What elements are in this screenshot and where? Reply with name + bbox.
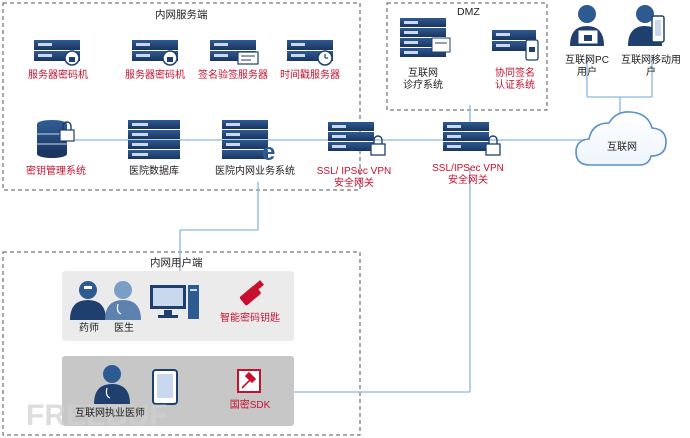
internet-doctor-icon [94, 365, 130, 404]
server-cipher-1-label: 服务器密码机 [28, 70, 88, 81]
watermark: FREEBUF [26, 399, 168, 432]
key-management-database-icon [37, 120, 75, 158]
internet-cloud-icon [575, 111, 667, 166]
server-cipher-2-icon [132, 40, 178, 66]
svg-text:e: e [262, 139, 275, 166]
sdk-label: 国密SDK [229, 400, 271, 411]
zone-internal-user-title: 内网用户端 [150, 257, 203, 269]
zone-internal-server-title: 内网服务端 [155, 9, 208, 21]
vpn-internal-label-line1: SSL/ IPSec VPN [316, 166, 392, 177]
internet-doctor-label: 互联网执业医师 [75, 408, 145, 419]
vpn-internal-label-line2: 安全网关 [334, 178, 374, 189]
doctor-label: 医生 [114, 323, 134, 334]
internet-diagnosis-label-line1: 互联网 [408, 68, 438, 79]
hospital-business-label: 医院内网业务系统 [215, 166, 295, 177]
internet-cloud-label: 互联网 [607, 142, 637, 153]
hospital-db-label: 医院数据库 [129, 166, 179, 177]
zone-dmz-title: DMZ [457, 6, 480, 18]
server-cipher-1-icon [34, 40, 80, 66]
timestamp-server-icon [287, 40, 333, 66]
internet-pc-user-label-line1: 互联网PC [565, 55, 609, 66]
vpn-gateway-dmz-icon [443, 122, 501, 156]
pharmacist-icon [70, 281, 106, 320]
smart-key-icon [239, 280, 264, 306]
zone-internal-server-border [2, 2, 361, 191]
vpn-dmz-label-line2: 安全网关 [448, 175, 488, 186]
connection-lines [66, 55, 653, 393]
internet-mobile-user-label-line2: 户 [646, 67, 656, 78]
hospital-business-system-icon: e [222, 120, 275, 166]
internet-diagnosis-server-icon [400, 18, 451, 57]
hospital-database-icon [128, 120, 180, 159]
zone-dmz-border [386, 2, 548, 111]
signature-server-label: 签名验签服务器 [198, 70, 268, 81]
internet-diagnosis-label-line2: 诊疗系统 [403, 80, 443, 91]
key-mgmt-label: 密钥管理系统 [26, 166, 86, 177]
internet-mobile-user-label-line1: 互联网移动用 [621, 55, 681, 66]
tablet-icon [152, 369, 178, 405]
internet-pc-user-label-line2: 用户 [577, 67, 597, 78]
collab-sign-label-line1: 协同签名 [495, 68, 535, 79]
signature-server-icon [210, 40, 259, 65]
pharmacist-label: 药师 [79, 323, 99, 334]
collab-sign-label-line2: 认证系统 [495, 80, 535, 91]
zone-internal-user-border [2, 251, 361, 436]
workstation-icon [150, 285, 199, 319]
collab-sign-server-icon [492, 30, 539, 61]
sdk-icon [237, 369, 261, 393]
server-cipher-2-label: 服务器密码机 [125, 70, 185, 81]
timestamp-server-label: 时间戳服务器 [280, 70, 340, 81]
internet-pc-user-icon [570, 5, 604, 46]
smart-key-label: 智能密码钥匙 [220, 313, 280, 324]
doctor-icon [105, 281, 141, 320]
internet-mobile-user-icon [628, 5, 665, 46]
vpn-dmz-label-line1: SSL/IPSec VPN [432, 163, 504, 174]
vpn-gateway-internal-icon [328, 122, 386, 156]
